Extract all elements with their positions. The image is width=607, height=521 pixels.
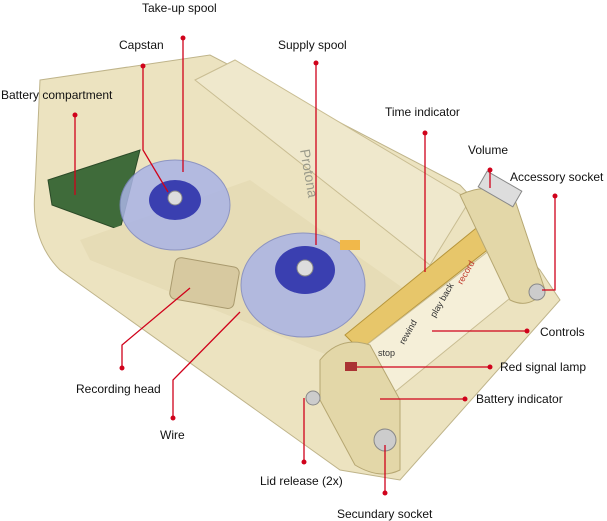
label-battery-compartment: Battery compartment bbox=[1, 88, 113, 102]
label-take-up-spool: Take-up spool bbox=[142, 1, 217, 15]
stop-button-label: stop bbox=[378, 348, 395, 358]
label-recording-head: Recording head bbox=[76, 382, 161, 396]
label-controls: Controls bbox=[540, 325, 585, 339]
label-lid-release: Lid release (2x) bbox=[260, 474, 343, 488]
volume-wheel bbox=[477, 170, 523, 208]
label-time-indicator: Time indicator bbox=[385, 105, 460, 119]
label-supply-spool: Supply spool bbox=[278, 38, 347, 52]
recording-head-shape bbox=[169, 257, 240, 309]
label-wire: Wire bbox=[160, 428, 185, 442]
leader-lines bbox=[74, 38, 556, 493]
supply-spool-reel bbox=[240, 232, 366, 338]
red-signal-lamp-shape bbox=[345, 362, 357, 371]
label-accessory-socket: Accessory socket bbox=[510, 170, 604, 184]
label-battery-indicator: Battery indicator bbox=[476, 392, 563, 406]
label-capstan: Capstan bbox=[119, 38, 164, 52]
leader-dots bbox=[72, 35, 558, 496]
take-up-spool-reel bbox=[119, 159, 231, 251]
accessory-socket-shape bbox=[528, 283, 546, 301]
label-volume: Volume bbox=[468, 143, 509, 157]
lid-release-shape bbox=[305, 390, 321, 406]
label-red-signal-lamp: Red signal lamp bbox=[500, 360, 587, 374]
label-secundary-socket: Secundary socket bbox=[337, 507, 433, 521]
